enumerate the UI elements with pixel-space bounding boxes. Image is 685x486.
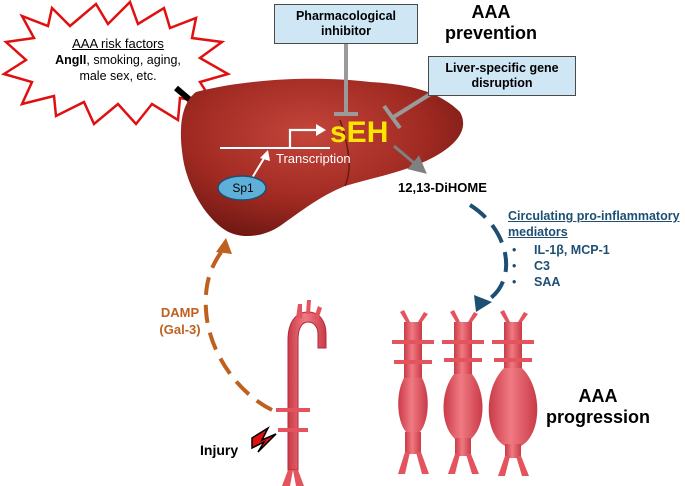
mediator-item: SAA	[508, 274, 683, 290]
risk-factor-angii: AngII	[55, 53, 87, 67]
risk-factors-title: AAA risk factors	[72, 36, 164, 51]
liver-specific-label: Liver-specific gene disruption	[445, 61, 559, 90]
aneurysm-aorta-1	[392, 310, 434, 474]
liver-lobe-line	[339, 119, 350, 187]
transcription-label: Transcription	[276, 151, 351, 166]
mediators-block: Circulating pro-inflammatory mediators I…	[508, 208, 683, 290]
injury-lightning-icon	[251, 425, 277, 453]
normal-aorta	[276, 300, 327, 486]
mediator-arc	[468, 203, 509, 302]
metabolite-label: 12,13-DiHOME	[398, 180, 487, 195]
damp-arc	[203, 246, 273, 412]
mediators-list: IL-1β, MCP-1 C3 SAA	[508, 242, 683, 290]
pharmacological-inhibitor-box: Pharmacological inhibitor	[274, 4, 418, 44]
sp1-ellipse	[217, 175, 267, 201]
sp1-arrowhead	[260, 150, 270, 161]
damp-line2: (Gal-3)	[159, 322, 201, 337]
aneurysm-aorta-3	[488, 310, 538, 476]
transcription-arrow	[288, 128, 318, 148]
mediator-arc-head	[474, 295, 492, 312]
liver-specific-box: Liver-specific gene disruption	[428, 56, 576, 96]
mediators-title: Circulating pro-inflammatory mediators	[508, 209, 680, 239]
liver-specific-inhibition-bar	[382, 104, 402, 130]
sp1-label: Sp1	[232, 181, 254, 195]
transcription-arrowhead	[316, 124, 326, 136]
pharmacological-inhibitor-label: Pharmacological inhibitor	[295, 9, 397, 38]
mediator-item: C3	[508, 258, 683, 274]
damp-arc-head	[216, 238, 232, 254]
risk-factor-line2: male sex, etc.	[79, 69, 157, 83]
mediator-item: IL-1β, MCP-1	[508, 242, 683, 258]
aaa-progression-label: AAA progression	[545, 386, 651, 427]
damp-label: DAMP (Gal-3)	[150, 304, 210, 338]
risk-factors-text: AAA risk factors AngII, smoking, aging, …	[28, 36, 208, 84]
metabolite-arrow	[393, 144, 427, 174]
aaa-prevention-label: AAA prevention	[444, 2, 537, 43]
injury-label: Injury	[200, 442, 239, 458]
seh-label: sEH	[330, 116, 389, 149]
aneurysm-aorta-2	[442, 310, 484, 474]
damp-line1: DAMP	[160, 305, 200, 320]
risk-factor-starburst	[0, 0, 232, 127]
risk-factor-line1: , smoking, aging,	[86, 53, 181, 67]
